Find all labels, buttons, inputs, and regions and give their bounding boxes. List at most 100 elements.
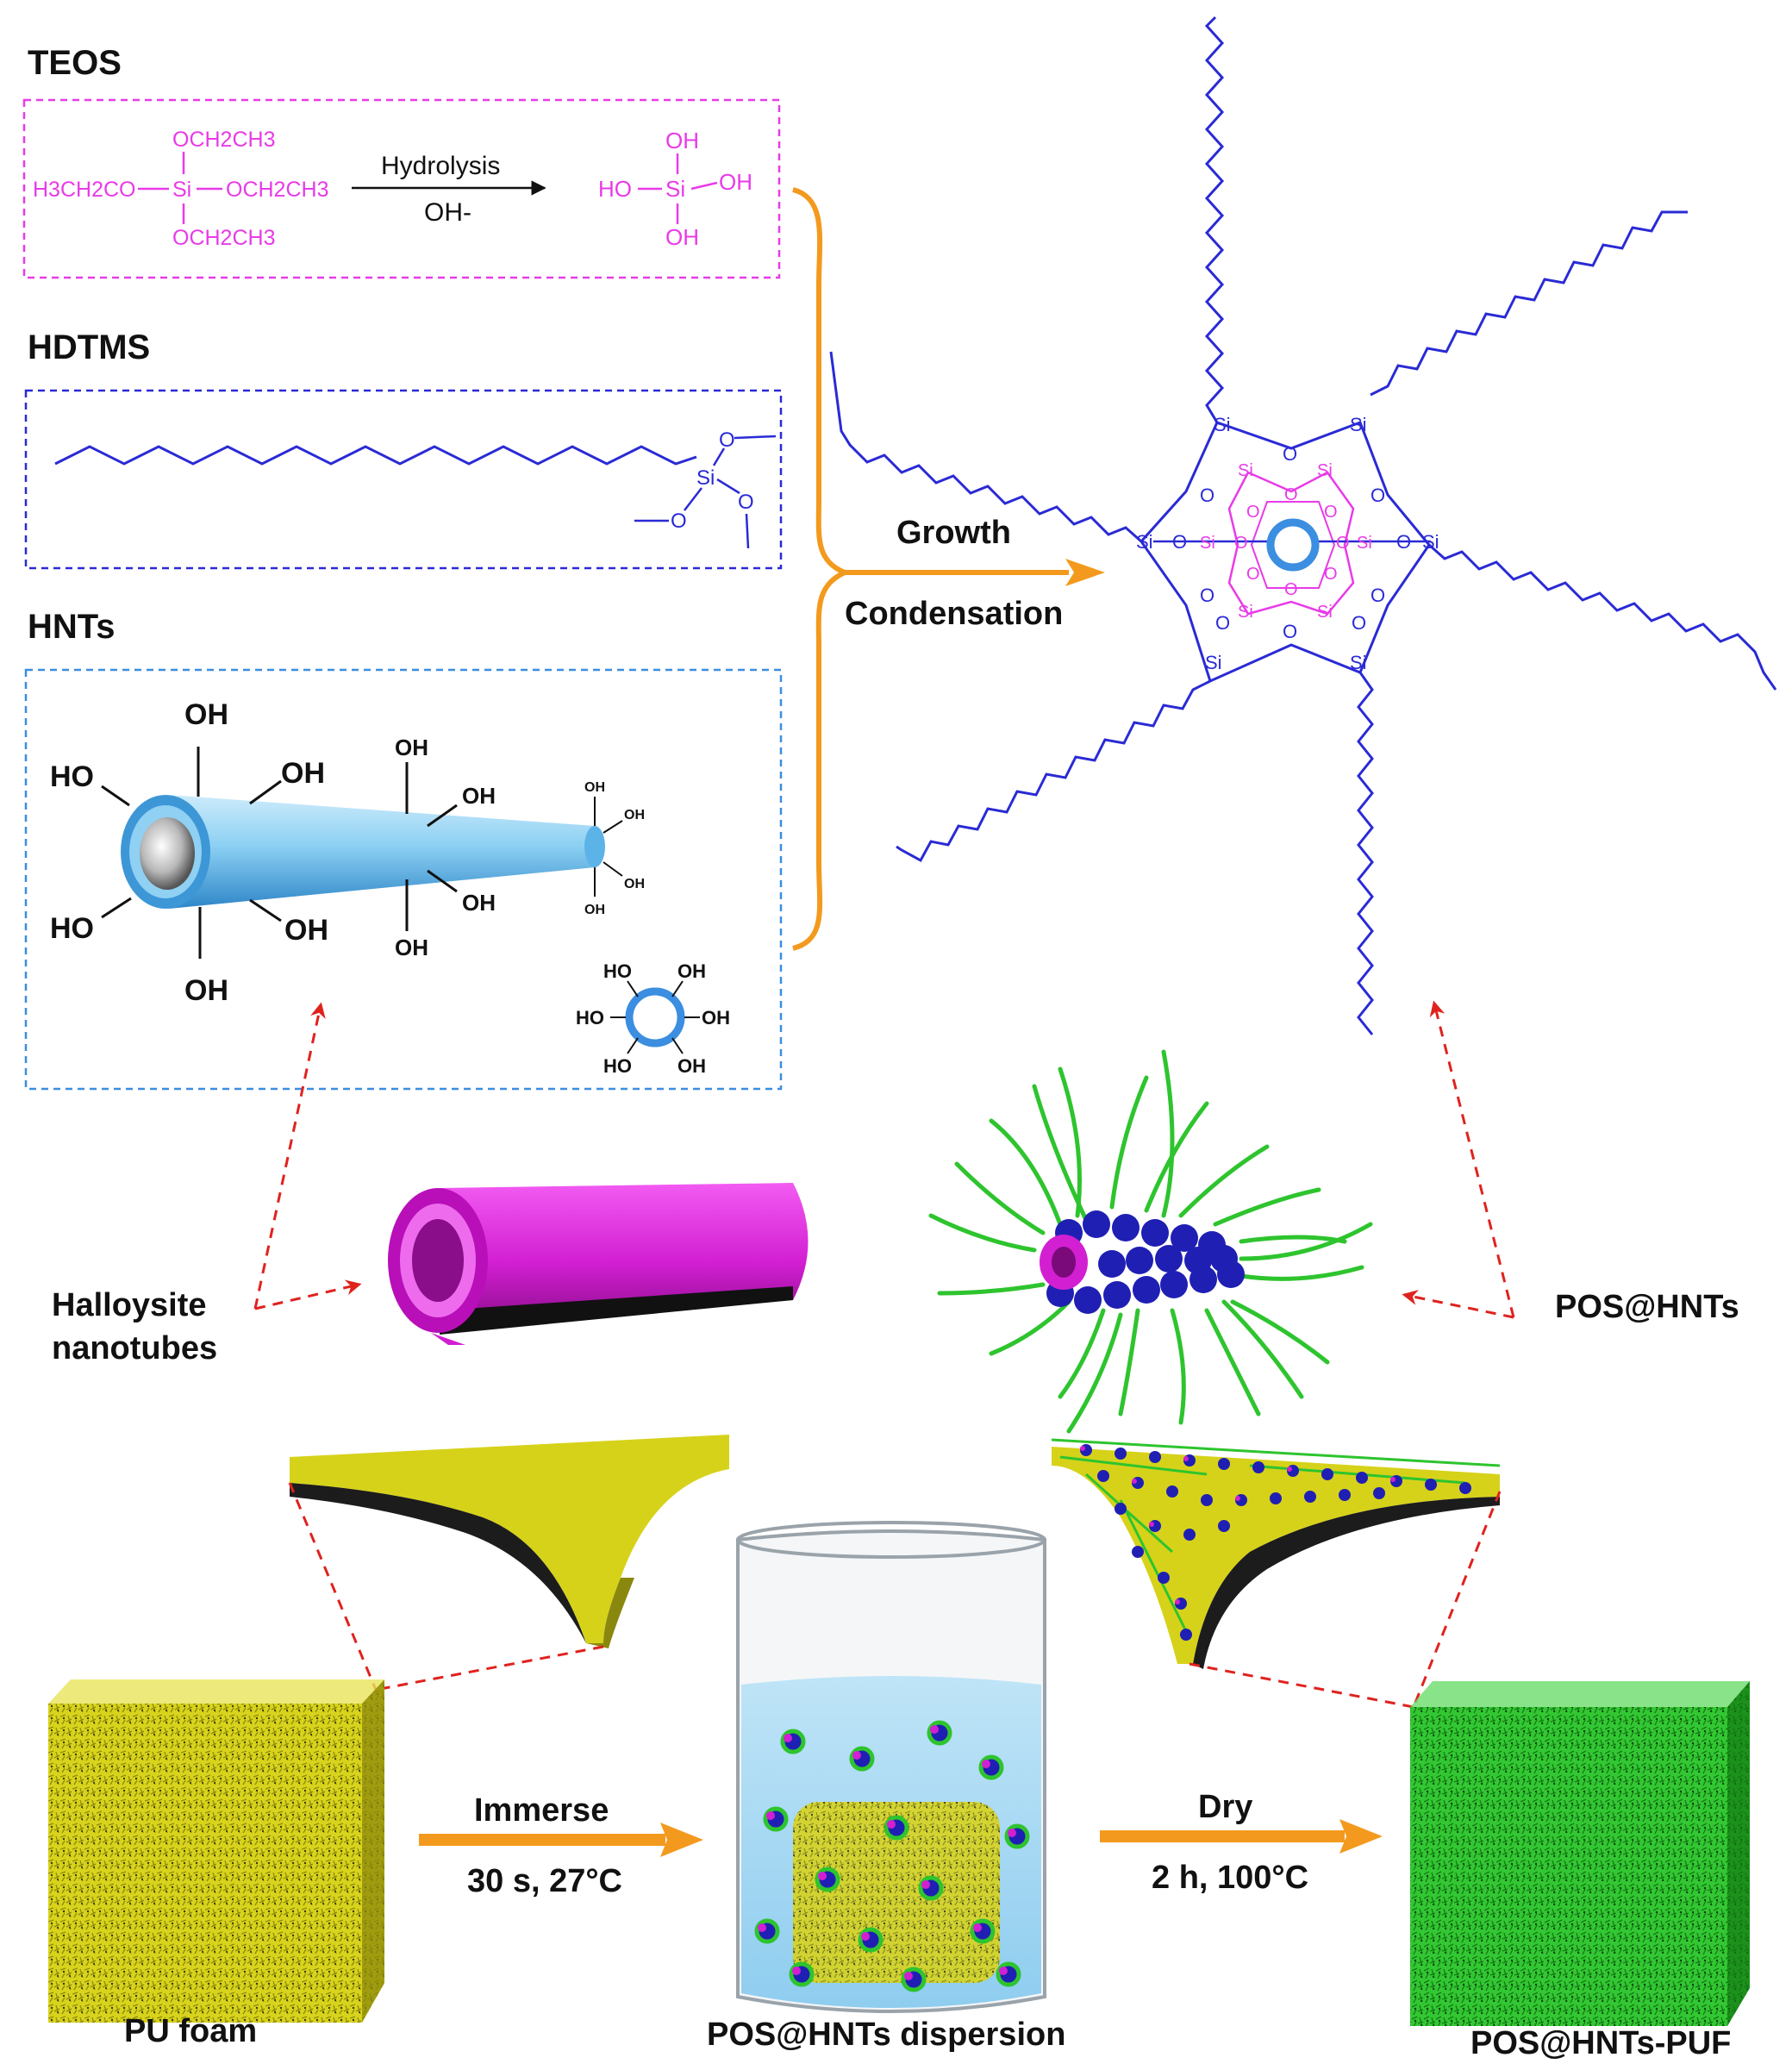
coated-strut-face: [1052, 1447, 1500, 1664]
pu-strut-coated: [1051, 1438, 1501, 1669]
si-inner-5: Si: [1238, 603, 1253, 622]
inner-siloxane-ring: [1227, 471, 1355, 616]
ring-bond-5: [627, 1037, 639, 1054]
pos-hnt-spheres: [1046, 1210, 1245, 1314]
yellow-strut-face: [290, 1435, 729, 1643]
coated-strut-particles: [1080, 1444, 1471, 1641]
hnt-core: [1266, 518, 1320, 572]
o-atom-5: O: [1200, 585, 1214, 606]
silanol-bond-right: [690, 181, 718, 191]
oh-label-12: OH: [624, 877, 645, 891]
si-inner-6: Si: [1317, 603, 1333, 622]
immerse-label: Immerse: [474, 1792, 609, 1829]
alkyl-chain-bottom: [1357, 672, 1374, 1035]
o-inner-6: O: [1324, 503, 1338, 522]
dispersion-label: POS@HNTs dispersion: [707, 2017, 1065, 2053]
oh-bond-10: [427, 869, 458, 893]
coated-strut-particle-tips: [1080, 1446, 1396, 1604]
pointer-to-hnts-panel: [253, 1002, 326, 1310]
halloysite-tube: [388, 1183, 809, 1345]
green-cube-front: [1410, 1681, 1750, 2026]
process-arrows: Immerse 30 s, 27°C Dry 2 h, 100°C: [419, 1789, 1383, 1899]
dry-arrow-head: [1339, 1819, 1383, 1854]
yellow-strut-shadow: [290, 1483, 586, 1643]
pos-hnts-label: POS@HNTs: [1555, 1289, 1739, 1325]
o-atom-10: O: [1352, 612, 1366, 634]
pink-tube-lip: [431, 1333, 465, 1345]
hnt-tube-bore: [140, 817, 195, 890]
teos-group-bottom: OCH2CH3: [172, 226, 275, 250]
silanol-right: OH: [719, 169, 752, 195]
alkyl-chain-lower-left: [896, 679, 1211, 863]
o-atom-9: O: [1215, 612, 1230, 634]
hdtms-panel: HDTMS Si O O O: [24, 328, 783, 570]
growth-label: Growth: [896, 515, 1011, 551]
teos-si: Si: [172, 178, 191, 202]
oh-label-3: OH: [281, 757, 325, 790]
o-inner-4: O: [1336, 534, 1350, 553]
o-inner-8: O: [1324, 565, 1338, 584]
o-atom-8: O: [1396, 531, 1411, 553]
oh-label-10: OH: [584, 903, 605, 917]
pu-strut-pristine: [290, 1435, 729, 1648]
oh-label-6: OH: [395, 935, 428, 960]
alkyl-chain-upper-right: [1370, 210, 1688, 397]
si-inner-4: Si: [1357, 534, 1372, 553]
alkyl-chain-top: [1204, 16, 1225, 423]
hnt-cross-section: [625, 987, 685, 1048]
hnts-panel: HNTs OH OH HO HO: [24, 608, 783, 1091]
ring-bond-6: [671, 1037, 684, 1054]
hdtms-bond-3: [716, 478, 740, 495]
hnt-tube-body: [169, 795, 595, 909]
o-inner-5: O: [1246, 503, 1260, 522]
yellow-cube-side: [362, 1679, 384, 2023]
beaker-rim: [736, 1521, 1046, 1559]
ho-label-1: HO: [50, 760, 94, 793]
oh-label-2: OH: [184, 974, 228, 1007]
teos-group-top: OCH2CH3: [172, 128, 275, 152]
hdtms-bond-5: [684, 487, 702, 511]
hydrolysis-label: Hydrolysis: [381, 152, 500, 180]
oh-bond-9: [427, 804, 458, 828]
hdtms-bond-2: [734, 435, 777, 440]
pos-hnt-chains: [928, 1049, 1373, 1434]
ring-bond-2: [671, 980, 684, 997]
ho-label-2: HO: [50, 912, 94, 945]
si-inner-2: Si: [1317, 461, 1333, 480]
zoom-line-1: [288, 1482, 378, 1691]
coated-strut-shadow: [1193, 1497, 1500, 1669]
hydroxide-label: OH-: [424, 198, 471, 227]
reaction-arrow-head: [1065, 559, 1105, 586]
silanol-bottom: OH: [665, 224, 699, 250]
si-atom-4: Si: [1422, 531, 1439, 553]
dry-conditions: 2 h, 100°C: [1152, 1860, 1308, 1896]
ring-oh-3: OH: [677, 1055, 706, 1077]
beaker-particle-tips: [758, 1725, 1016, 1980]
teos-box: [22, 98, 781, 279]
oh-label-4: OH: [284, 914, 328, 947]
si-atom-1: Si: [1214, 414, 1231, 435]
si-atom-2: Si: [1350, 414, 1367, 435]
ring-oh-2: OH: [702, 1007, 730, 1029]
beaker-foam: [793, 1802, 1000, 1983]
oh-bond-13: [603, 820, 623, 834]
silanol-top: OH: [665, 128, 699, 153]
oh-bond-5: [249, 779, 282, 805]
pos-hnts-puf-label: POS@HNTs-PUF: [1470, 2025, 1731, 2061]
oh-bond-6: [249, 898, 282, 922]
oh-label-9: OH: [584, 780, 605, 795]
outer-siloxane-ring: [1140, 421, 1431, 684]
o-atom-3: O: [1200, 485, 1214, 506]
pos-hnt-particle: [928, 1049, 1373, 1434]
oh-label-8: OH: [462, 890, 496, 916]
dry-label: Dry: [1198, 1789, 1252, 1825]
o-atom-2: O: [1283, 621, 1297, 642]
oh-label-5: OH: [395, 735, 428, 760]
hnts-box: [24, 668, 783, 1091]
oh-bond-3: [101, 785, 130, 807]
pos-network: Si Si Si Si Si Si O O O O O O O O O O Si…: [829, 16, 1777, 1035]
zoom-line-3: [1189, 1662, 1414, 1709]
si-inner-1: Si: [1238, 461, 1253, 480]
teos-panel: TEOS OCH2CH3 H3CH2CO Si OCH2CH3 OCH2CH3 …: [22, 44, 781, 279]
halloysite-label-line2: nanotubes: [52, 1330, 217, 1366]
